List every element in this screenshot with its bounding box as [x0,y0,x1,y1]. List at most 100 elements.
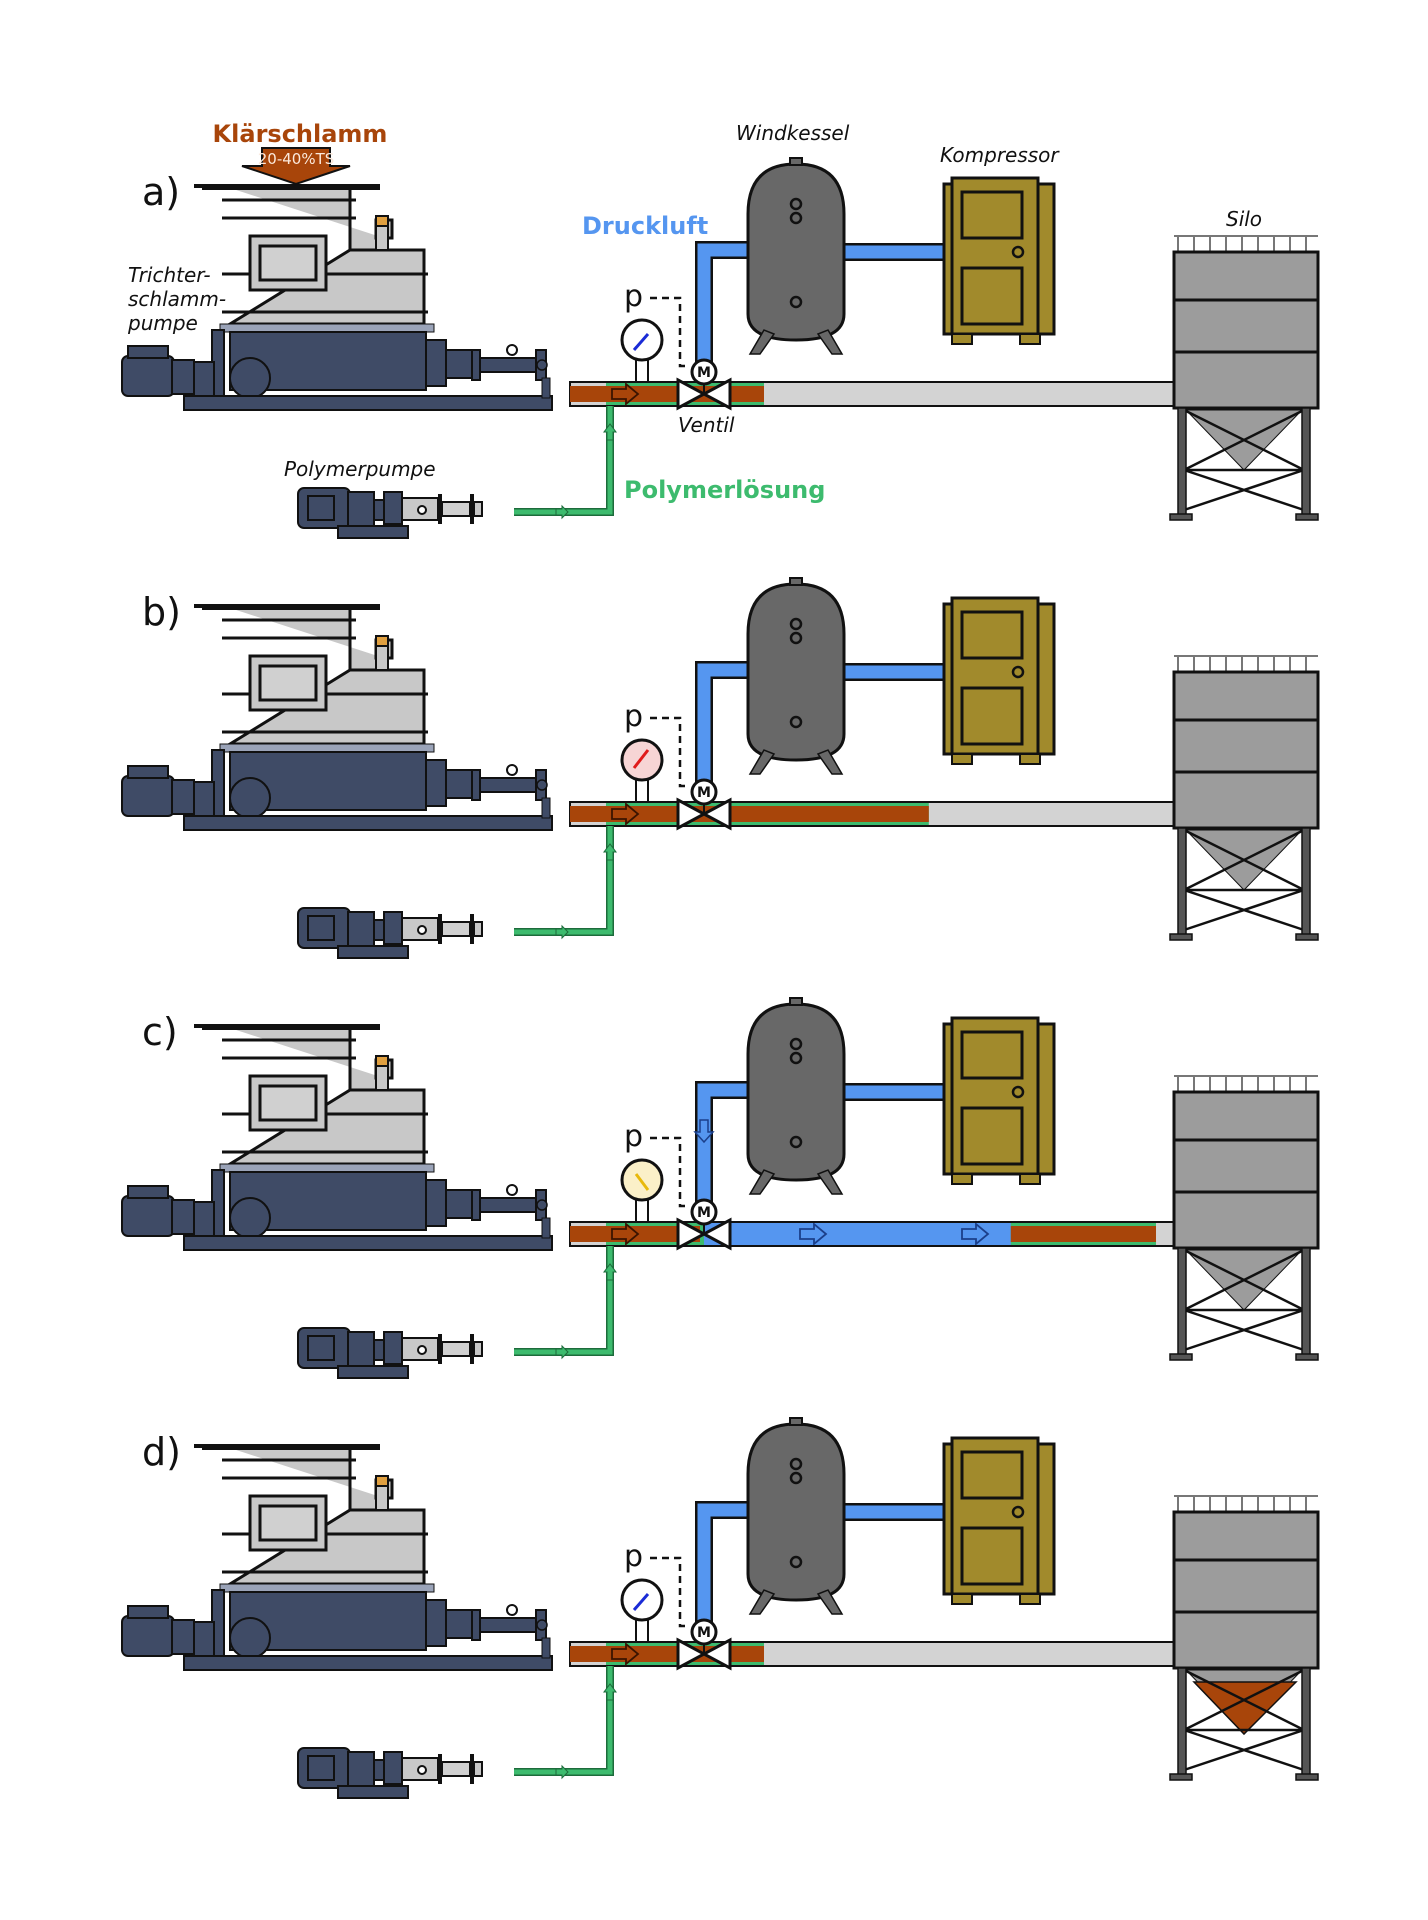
compressor [942,1436,1056,1606]
air-pipe-outline [695,1081,748,1210]
panel-c: c) pM [120,996,1320,1379]
silo-bracing [1183,1248,1305,1352]
compressor [942,596,1056,766]
valve-label: Ventil [678,413,735,437]
polymer-pump [297,487,483,539]
silo-bracing [1183,1668,1305,1772]
panel-b: b) pM [120,576,1320,959]
compressor-label: Kompressor [940,143,1060,167]
panel-label: c) [142,1010,178,1054]
silo [1172,654,1320,830]
silo-foot [1295,1353,1319,1361]
air-vessel-label: Windkessel [736,121,850,145]
air-down-arrow-icon [693,1119,715,1144]
silo-bracing [1183,828,1305,932]
valve-motor-label: M [697,1625,711,1641]
control-signal-line [650,1136,690,1208]
air-flow-arrow-icon [799,1222,828,1246]
polymer-pump [297,907,483,959]
air-pipe [697,663,748,792]
polymer-pipe-outline [514,1246,614,1356]
silo-leg [1177,1667,1187,1777]
air-vessel [746,996,846,1196]
silo-leg [1177,1247,1187,1357]
sludge-column [570,386,764,402]
polymer-flow-arrow-icon [555,1764,569,1780]
pressure-label: p [624,279,643,314]
sludge-column [570,806,929,822]
air-pipe-outline [695,1501,748,1630]
valve-motor-icon [690,778,718,806]
polymer-flow-arrow-icon [603,1683,617,1701]
silo-leg [1177,827,1187,937]
compressed-air-label: Druckluft [582,212,708,240]
hopper-sludge-pump [120,1442,554,1672]
polymer-pipe-outline [514,1666,614,1776]
panel-label: b) [142,590,181,634]
sludge-plug [1010,1226,1156,1242]
gauge-needle [634,1173,650,1191]
sludge-feed-arrow-icon [241,147,351,186]
polymer-pipe [514,406,613,515]
polymer-flow-arrow-icon [555,504,569,520]
silo-label: Silo [1226,207,1262,231]
silo-leg [1301,407,1311,517]
control-signal-line [650,296,690,368]
panel-d: d)pM [120,1416,1320,1799]
polymer-pump [297,1747,483,1799]
sludge-flow-arrow-icon [611,802,640,826]
gauge-needle [632,749,650,769]
silo-foot [1169,1773,1193,1781]
panel-label: a) [142,170,180,214]
hopper-pump-label: Trichter- [128,263,211,287]
polymer-flow-arrow-icon [555,924,569,940]
polymer-flow-arrow-icon [603,843,617,861]
hopper-pump-label: schlamm- [128,287,226,311]
control-signal-line [650,716,690,788]
gauge-needle [632,1593,650,1611]
silo-bracing [1183,408,1305,512]
air-flow-arrow-icon [961,1222,990,1246]
silo [1172,1074,1320,1250]
silo-foot [1295,513,1319,521]
polymer-pipe-outline [514,826,614,936]
valve-motor-icon [690,358,718,386]
valve-motor-label: M [697,1205,711,1221]
silo-leg [1177,407,1187,517]
silo-sludge-fill [1192,1681,1298,1736]
hopper-pump-label: pumpe [127,311,198,335]
panel-a: a) pM Klärschlamm 20-40%TS Trichter-schlamm-… [120,120,1320,539]
silo [1172,1494,1320,1670]
polymer-flow-arrow-icon [555,1344,569,1360]
polymer-flow-arrow-icon [603,1263,617,1281]
pressure-label: p [624,1539,643,1574]
silo-foot [1169,933,1193,941]
polymer-pipe [514,826,613,935]
sludge-label: Klärschlamm [213,120,388,148]
polymer-pipe [514,1666,613,1775]
hopper-sludge-pump [120,1022,554,1252]
valve-motor-label: M [697,365,711,381]
air-vessel [746,576,846,776]
silo-leg [1301,1667,1311,1777]
silo-foot [1295,1773,1319,1781]
solids-content-label: 20-40%TS [258,150,335,168]
sludge-flow-arrow-icon [611,382,640,406]
silo-foot [1295,933,1319,941]
polymer-pipe [514,1246,613,1355]
polymer-pump [297,1327,483,1379]
air-pipe [697,1503,748,1632]
silo-leg [1301,827,1311,937]
pressure-label: p [624,699,643,734]
air-pipe [697,1083,748,1212]
air-vessel [746,156,846,356]
sludge-flow-arrow-icon [611,1642,640,1666]
polymer-solution-label: Polymerlösung [624,476,825,504]
silo-leg [1301,1247,1311,1357]
compressor [942,1016,1056,1186]
valve-motor-label: M [697,785,711,801]
air-pipe-outline [695,241,748,370]
pressure-label: p [624,1119,643,1154]
hopper-sludge-pump [120,602,554,832]
